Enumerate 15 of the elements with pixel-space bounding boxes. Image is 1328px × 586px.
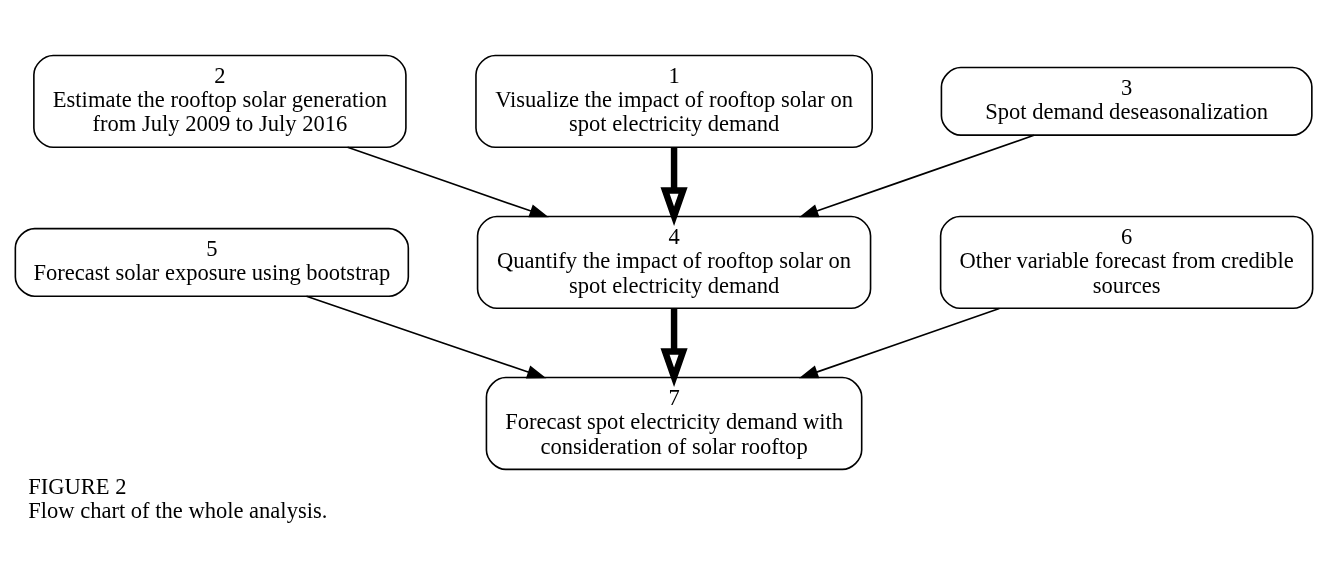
arrow (660, 308, 688, 387)
node-box: 7 Forecast spot electricity demand with consideration of solar rooftop (485, 376, 863, 471)
node-box: 4 Quantify the impact of rooftop solar on spot electricity demand (476, 215, 872, 310)
arrow (660, 147, 688, 226)
node-box: 2 Estimate the rooftop solar generation from July 2009 to July 2016 (33, 54, 407, 149)
arrow (798, 307, 1001, 379)
arrow (346, 146, 549, 218)
node-box: 6 Other variable forecast from credible sources (939, 215, 1314, 310)
node-box: 1 Visualize the impact of rooftop solar on spot electricity demand (475, 54, 873, 149)
node-box: 3 Spot demand deseasonalization (940, 66, 1313, 136)
caption: Flow chart of the whole analysis. (28, 498, 328, 523)
arrow (305, 295, 547, 379)
arrow (799, 134, 1035, 218)
node-box: 5 Forecast solar exposure using bootstrap (14, 227, 410, 298)
diagram-title: FIGURE 2 (28, 473, 127, 499)
